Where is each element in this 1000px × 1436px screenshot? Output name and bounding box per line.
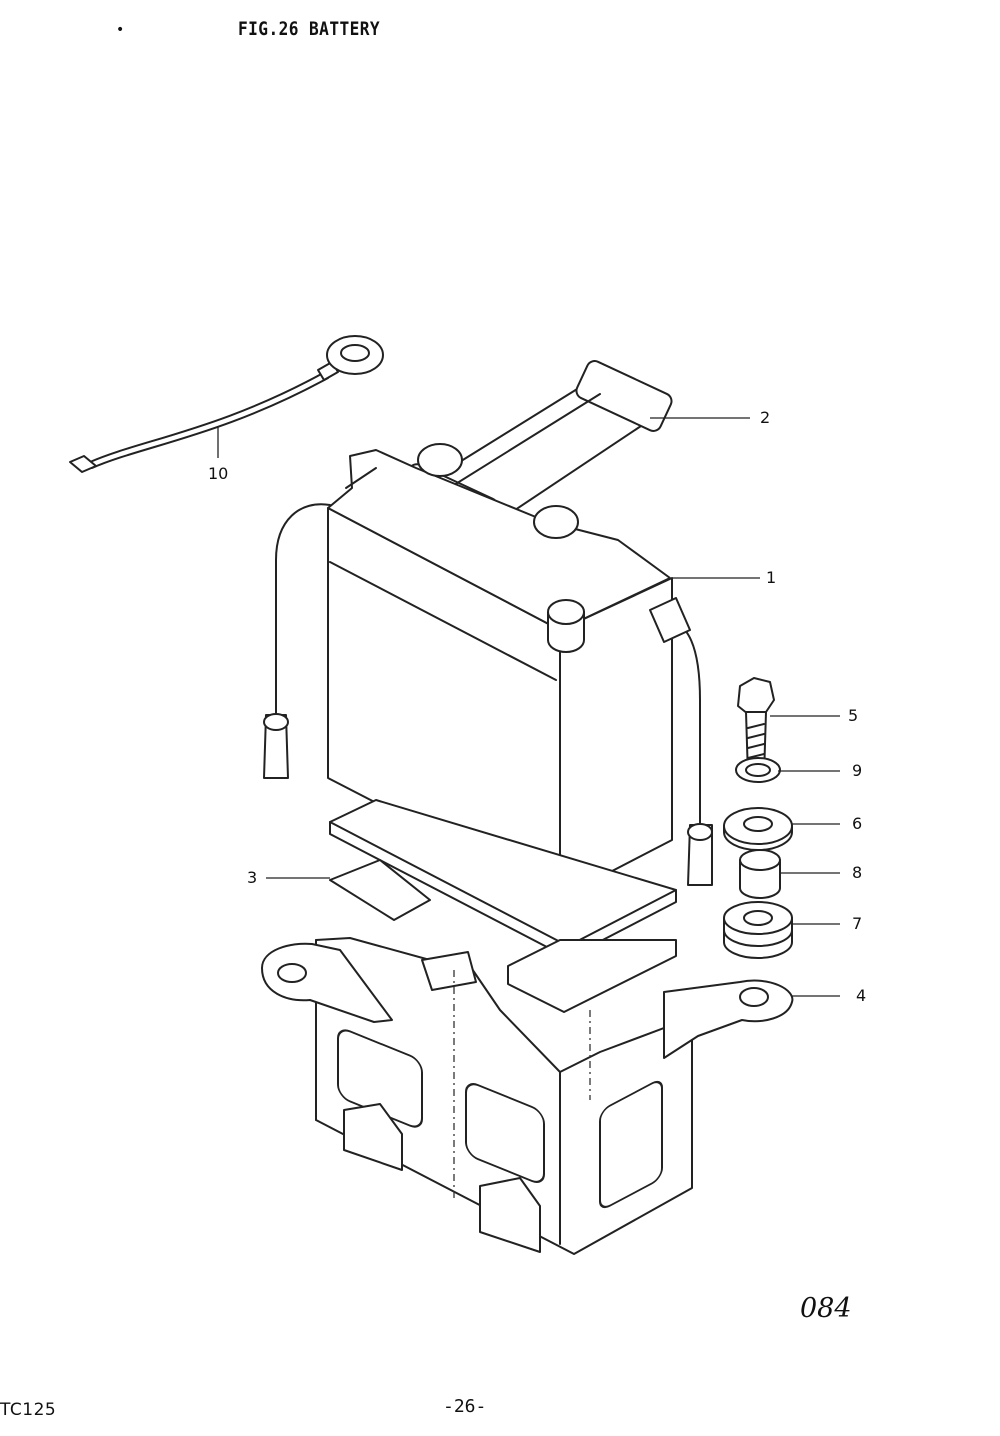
callout-9[interactable]: 9 (852, 761, 863, 780)
leader-lines (217, 417, 840, 997)
model-code: TC125 (0, 1400, 57, 1420)
callout-7[interactable]: 7 (852, 914, 863, 933)
callout-3[interactable]: 3 (247, 868, 258, 887)
callout-2[interactable]: 2 (760, 408, 771, 427)
plain-washer[interactable] (723, 807, 793, 851)
drawing-code: 084 (800, 1293, 852, 1324)
callout-5[interactable]: 5 (848, 706, 859, 725)
battery-case[interactable] (261, 937, 794, 1255)
callout-10[interactable]: 10 (208, 464, 229, 483)
title-bullet: • (116, 22, 125, 38)
rubber-grommet[interactable] (723, 901, 793, 959)
ground-lead-wire[interactable] (69, 335, 384, 473)
page-number: -26- (443, 1396, 487, 1417)
callout-8[interactable]: 8 (852, 863, 863, 882)
lock-washer[interactable] (735, 757, 781, 783)
spacer-collar[interactable] (739, 849, 781, 899)
battery[interactable] (263, 443, 713, 899)
callout-4[interactable]: 4 (856, 986, 867, 1005)
callout-6[interactable]: 6 (852, 814, 863, 833)
callout-1[interactable]: 1 (766, 568, 777, 587)
battery-cushions[interactable] (329, 799, 677, 1013)
figure-title: FIG.26 BATTERY (238, 18, 381, 40)
